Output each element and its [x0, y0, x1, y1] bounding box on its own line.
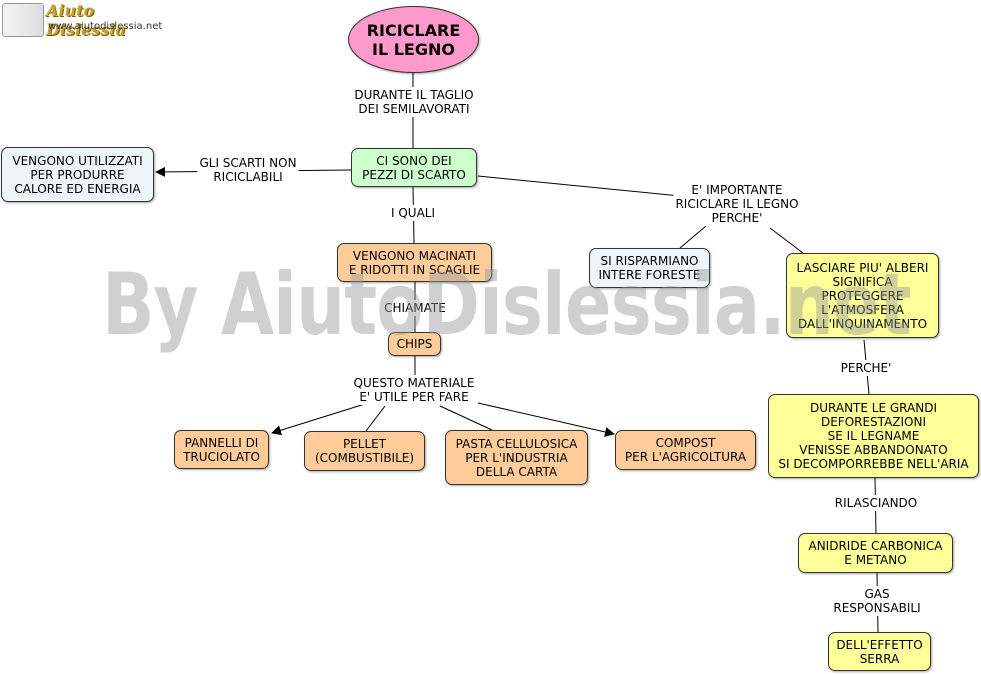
label-gas: GAS RESPONSABILI: [825, 586, 929, 616]
logo-title: Aiuto Dislessia: [46, 1, 126, 39]
edge-materiale-pellet: [365, 405, 386, 432]
site-logo: Aiuto Dislessia www.aiutodislessia.net: [0, 0, 165, 39]
edge-importante-alberi: [769, 227, 804, 254]
label-importante: E' IMPORTANTE RICICLARE IL LEGNO PERCHE': [673, 182, 801, 226]
node-deforestazioni: DURANTE LE GRANDI DEFORESTAZIONI SE IL L…: [768, 394, 979, 478]
label-perche: PERCHE': [838, 360, 894, 376]
edge-importante-foreste: [679, 225, 707, 249]
node-alberi: LASCIARE PIU' ALBERI SIGNIFICA PROTEGGER…: [786, 253, 939, 338]
node-chips: CHIPS: [388, 332, 441, 356]
node-pannelli: PANNELLI DI TRUCIOLATO: [174, 430, 269, 469]
book-icon: [2, 3, 44, 37]
node-pellet: PELLET (COMBUSTIBILE): [304, 431, 425, 471]
node-calore-energia: VENGONO UTILIZZATI PER PRODURRE CALORE E…: [1, 147, 154, 202]
logo-url: www.aiutodislessia.net: [48, 21, 163, 32]
edge-materiale-pasta: [439, 405, 493, 431]
node-foreste: SI RISPARMIANO INTERE FORESTE: [589, 248, 710, 288]
node-anidride: ANIDRIDE CARBONICA E METANO: [798, 533, 953, 573]
node-effetto-serra: DELL'EFFETTO SERRA: [828, 632, 931, 671]
label-taglio: DURANTE IL TAGLIO DEI SEMILAVORATI: [352, 87, 476, 117]
node-pasta-cellulosica: PASTA CELLULOSICA PER L'INDUSTRIA DELLA …: [445, 430, 588, 485]
label-chiamate: CHIAMATE: [382, 300, 448, 316]
edge-materiale-compost: [477, 402, 615, 437]
node-compost: COMPOST PER L'AGRICOLTURA: [615, 430, 756, 470]
node-title: RICICLARE IL LEGNO: [348, 6, 479, 73]
label-materiale: QUESTO MATERIALE E' UTILE PER FARE: [351, 375, 477, 405]
edge-materiale-pannelli: [271, 402, 369, 436]
label-quali: I QUALI: [388, 205, 438, 221]
node-macinati: VENGONO MACINATI E RIDOTTI IN SCAGLIE: [337, 243, 492, 282]
label-rilasciando: RILASCIANDO: [832, 495, 920, 511]
node-pezzi-scarto: CI SONO DEI PEZZI DI SCARTO: [351, 148, 477, 187]
label-scarti: GLI SCARTI NON RICICLABILI: [197, 155, 299, 185]
edge-pezzi-importante: [477, 175, 691, 198]
